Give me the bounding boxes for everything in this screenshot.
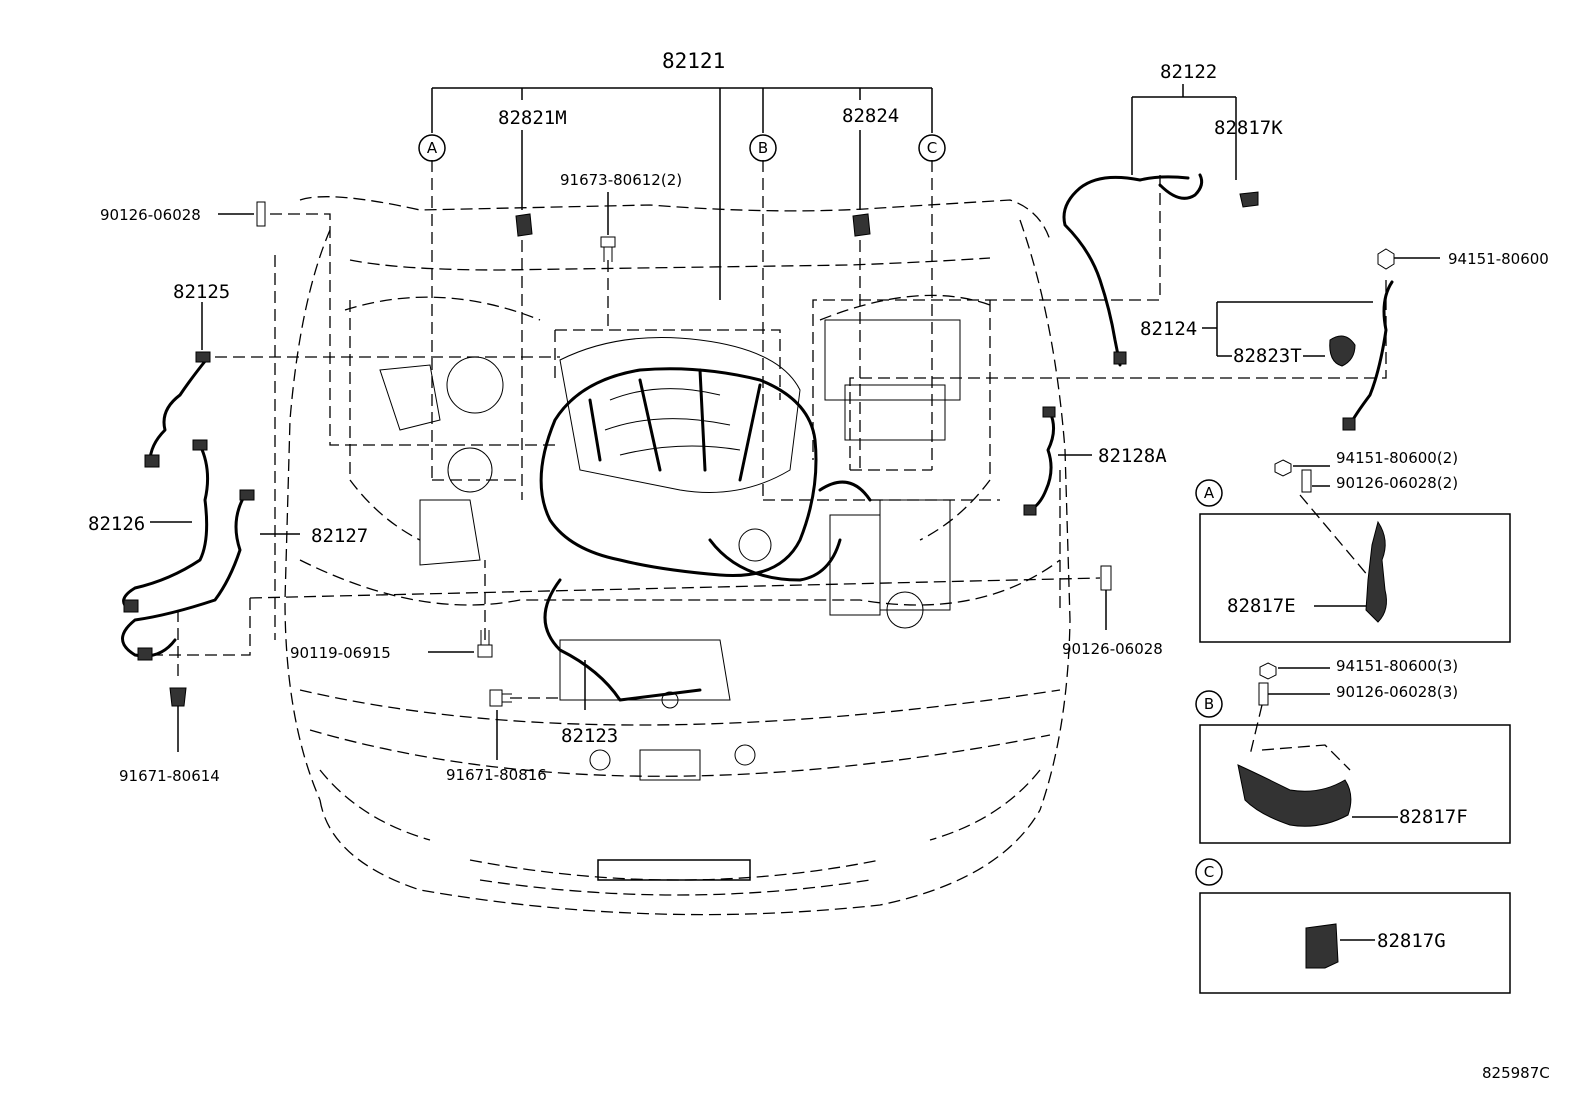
clip-82817g: [1305, 923, 1339, 969]
bolt-90119: [477, 630, 493, 658]
detail-c: C: [1195, 858, 1511, 994]
clip-82817k: [1239, 191, 1259, 208]
detail-b: B: [1195, 662, 1511, 844]
detail-c-callout: C: [1204, 863, 1214, 881]
stud-b: [1258, 682, 1269, 706]
car-body-outline: [284, 196, 1071, 916]
stud-90126-left: [256, 201, 266, 227]
clip-91671-80614: [169, 687, 187, 707]
label-82125: 82125: [173, 281, 230, 303]
detail-a: A: [1195, 459, 1511, 643]
grommet-82823t: [1329, 335, 1356, 367]
label-82817e: 82817E: [1227, 595, 1296, 617]
label-91671-80816: 91671-80816: [446, 766, 547, 784]
label-90126-06028-right: 90126-06028: [1062, 640, 1163, 658]
bolt-91671-80816: [489, 689, 512, 707]
stud-90126-right: [1100, 565, 1112, 591]
part-labels: 82121 82821M 82824 91673-80612(2) 90126-…: [88, 49, 1550, 1082]
callout-b-label: B: [758, 139, 768, 157]
nut-b: [1259, 662, 1277, 680]
detail-a-callout: A: [1204, 484, 1215, 502]
diagram-code: 825987C: [1482, 1064, 1550, 1082]
bracket-82817e: [1365, 520, 1387, 623]
harness-82127: [121, 493, 247, 658]
harness-82122: [1062, 175, 1190, 367]
label-82817f: 82817F: [1399, 806, 1468, 828]
label-82121: 82121: [662, 49, 725, 73]
label-91671-80614: 91671-80614: [119, 767, 220, 785]
callout-a-label: A: [427, 139, 438, 157]
harness-82125: [148, 358, 208, 464]
callout-c: C: [918, 134, 946, 162]
bracket-82817f: [1237, 764, 1352, 827]
label-a-90126-06028: 90126-06028(2): [1336, 474, 1458, 492]
bolt-91673: [600, 236, 616, 262]
label-82123: 82123: [561, 725, 618, 747]
label-82126: 82126: [88, 513, 145, 535]
nut-a: [1274, 459, 1292, 477]
label-90126-06028-left: 90126-06028: [100, 206, 201, 224]
callout-b: B: [749, 134, 777, 162]
label-82821m: 82821M: [498, 107, 567, 129]
label-82124: 82124: [1140, 318, 1197, 340]
label-82824: 82824: [842, 105, 899, 127]
label-94151-80600: 94151-80600: [1448, 250, 1549, 268]
engine-bay: [379, 319, 961, 781]
callout-c-label: C: [927, 139, 937, 157]
harness-82128a: [1028, 410, 1055, 512]
label-b-94151-80600: 94151-80600(3): [1336, 657, 1458, 675]
detail-b-callout: B: [1204, 695, 1214, 713]
label-82817k: 82817K: [1214, 117, 1283, 139]
leader-lines: [150, 84, 1440, 760]
label-a-94151-80600: 94151-80600(2): [1336, 449, 1458, 467]
label-82817g: 82817G: [1377, 930, 1446, 952]
label-82128a: 82128A: [1098, 445, 1167, 467]
callout-a: A: [418, 134, 446, 162]
harness-82126: [122, 443, 210, 612]
stud-a: [1301, 469, 1312, 493]
label-91673-80612: 91673-80612(2): [560, 171, 682, 189]
label-b-90126-06028: 90126-06028(3): [1336, 683, 1458, 701]
nut-94151-top: [1377, 248, 1395, 270]
label-82823t: 82823T: [1233, 345, 1302, 367]
part-graphics: [121, 173, 1395, 707]
clip-82821m: [515, 213, 533, 237]
clip-82824: [852, 213, 871, 237]
harness-82124: [1348, 280, 1394, 427]
label-82122: 82122: [1160, 61, 1217, 83]
label-82127: 82127: [311, 525, 368, 547]
label-90119-06915: 90119-06915: [290, 644, 391, 662]
